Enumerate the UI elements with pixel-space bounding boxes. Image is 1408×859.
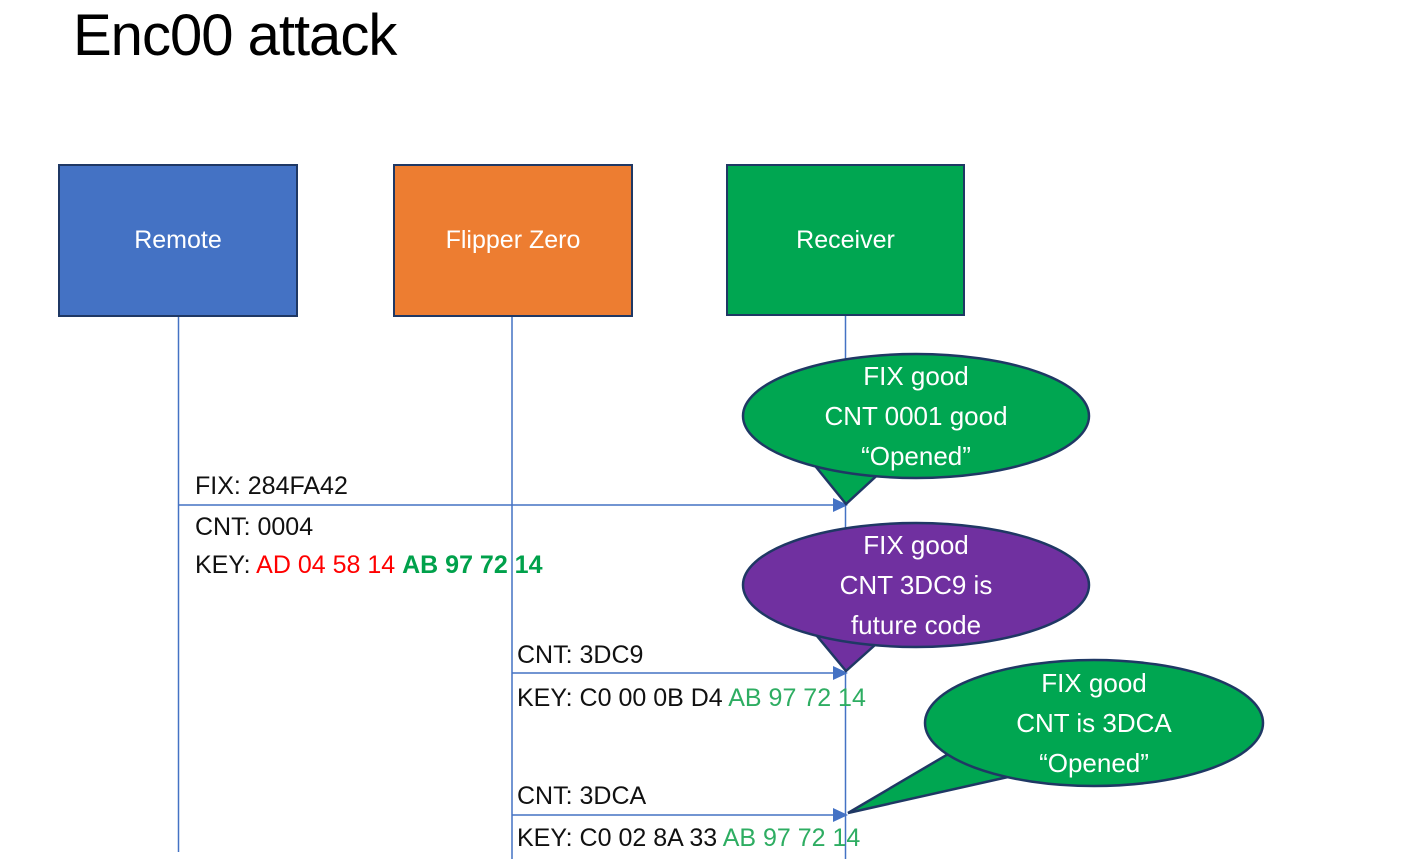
speech-bubble-1 bbox=[741, 352, 1091, 506]
speech-bubble-3-text: FIX good CNT is 3DCA “Opened” bbox=[924, 663, 1264, 783]
msg3-key-label: KEY: C0 02 8A 33 AB 97 72 14 bbox=[517, 824, 860, 852]
speech-bubble-2 bbox=[741, 521, 1091, 673]
msg1-cnt-text: CNT: 0004 bbox=[195, 513, 314, 541]
msg3-cnt-label: CNT: 3DCA bbox=[517, 782, 646, 810]
speech-bubble-3-ellipse bbox=[923, 658, 1265, 788]
speech-bubble-1-ellipse bbox=[741, 352, 1091, 480]
arrowhead-msg1 bbox=[833, 498, 848, 512]
actor-box-remote: Remote bbox=[58, 164, 298, 317]
bubble-text-line: FIX good bbox=[1041, 668, 1147, 698]
actor-label-flipper-zero: Flipper Zero bbox=[445, 226, 581, 254]
actor-label-remote: Remote bbox=[134, 226, 222, 254]
msg3-key-green-bytes: AB 97 72 14 bbox=[722, 824, 861, 852]
actor-box-flipper-zero: Flipper Zero bbox=[393, 164, 633, 317]
bubble-text-line: future code bbox=[850, 610, 982, 640]
msg1-cnt-label: CNT: 0004 bbox=[195, 513, 313, 541]
bubble-text-line: FIX good bbox=[863, 530, 969, 560]
bubble-text-line: CNT 3DC9 is bbox=[839, 570, 993, 600]
msg1-key-prefix: KEY: bbox=[195, 551, 257, 579]
msg3-key-black-bytes: KEY: C0 02 8A 33 bbox=[517, 824, 723, 852]
arrowhead-msg3 bbox=[833, 808, 848, 822]
bubble-text-line: “Opened” bbox=[1039, 748, 1149, 778]
speech-bubble-2-text: FIX good CNT 3DC9 is future code bbox=[746, 525, 1086, 645]
msg2-key-green-bytes: AB 97 72 14 bbox=[728, 684, 866, 712]
bubble-text-line: FIX good bbox=[863, 361, 969, 391]
msg1-key-label: KEY: AD 04 58 14 AB 97 72 14 bbox=[195, 551, 542, 579]
actor-box-receiver: Receiver bbox=[726, 164, 965, 316]
msg1-key-red-bytes: AD 04 58 14 bbox=[256, 551, 403, 579]
msg2-key-label: KEY: C0 00 0B D4 AB 97 72 14 bbox=[517, 684, 866, 712]
bubble-text-line: CNT is 3DCA bbox=[1016, 708, 1172, 738]
speech-bubble-1-text: FIX good CNT 0001 good “Opened” bbox=[746, 356, 1086, 476]
speech-bubble-3 bbox=[847, 658, 1265, 815]
msg1-fix-label: FIX: 284FA42 bbox=[195, 472, 348, 500]
msg2-key-black-bytes: KEY: C0 00 0B D4 bbox=[517, 684, 729, 712]
msg2-cnt-text: CNT: 3DC9 bbox=[517, 641, 644, 669]
msg2-cnt-label: CNT: 3DC9 bbox=[517, 641, 643, 669]
speech-bubble-2-ellipse bbox=[741, 521, 1091, 649]
msg1-fix-text: FIX: 284FA42 bbox=[195, 472, 348, 500]
msg1-key-green-bytes: AB 97 72 14 bbox=[402, 551, 543, 579]
bubble-text-line: CNT 0001 good bbox=[824, 401, 1008, 431]
msg3-cnt-text: CNT: 3DCA bbox=[517, 782, 647, 810]
bubble-text-line: “Opened” bbox=[861, 441, 971, 471]
slide-title: Enc00 attack bbox=[73, 3, 397, 68]
arrowhead-msg2 bbox=[833, 666, 848, 680]
actor-label-receiver: Receiver bbox=[796, 225, 895, 254]
